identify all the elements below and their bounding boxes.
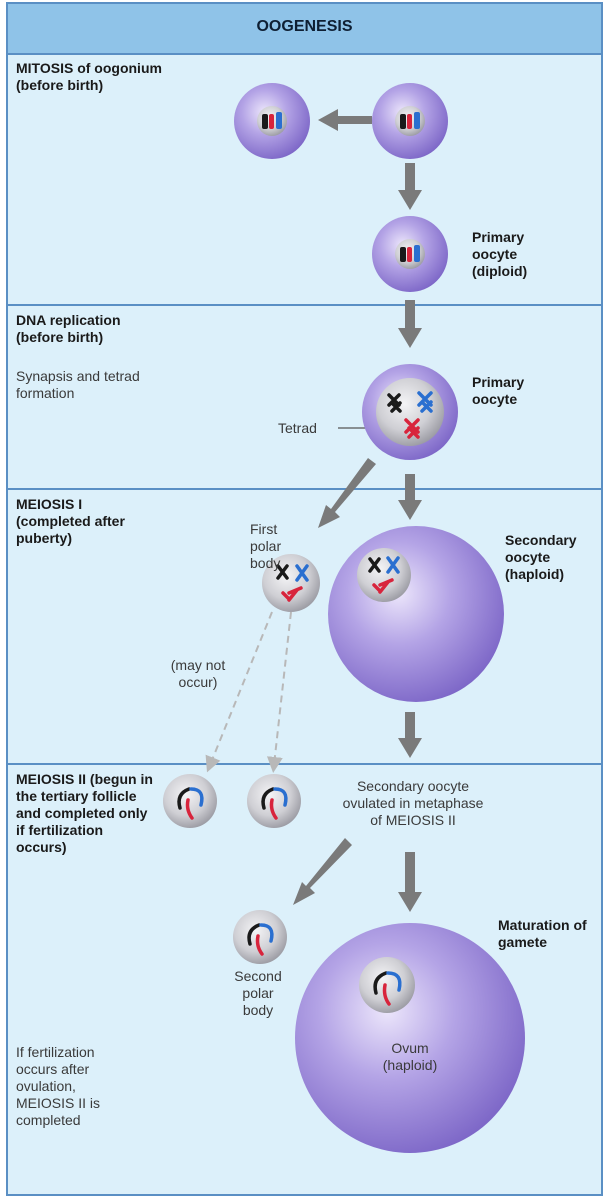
stage-heading-dna-replication: DNA replication (before birth) xyxy=(16,312,121,345)
primary-oocyte-diploid-cell xyxy=(372,216,448,292)
arrow-down-3 xyxy=(398,474,422,520)
arrow-down-1 xyxy=(398,163,422,210)
chromosomes-haploid-pair xyxy=(368,556,400,594)
arrow-down-4 xyxy=(398,712,422,758)
oogonium-left xyxy=(234,83,310,159)
ovum-cell xyxy=(295,923,525,1153)
stage-heading-meiosis2: MEIOSIS II (begun in the tertiary follic… xyxy=(16,771,153,855)
arrow-down-5 xyxy=(398,852,422,912)
label-first-polar-body: First polar body xyxy=(250,521,282,571)
arrow-diag-polar1 xyxy=(318,458,376,528)
synapsis-note: Synapsis and tetrad formation xyxy=(16,368,140,401)
title-bar xyxy=(8,4,601,54)
second-polar-body-cell xyxy=(233,910,287,964)
tetrad-chromosomes xyxy=(387,391,433,439)
first-polar-body-cell xyxy=(262,554,320,612)
arrow-down-2 xyxy=(398,300,422,348)
dashed-arrows xyxy=(205,611,292,773)
fertilization-footnote: If fertilization occurs after ovulation,… xyxy=(16,1044,101,1128)
meiosis2-polar-body-left xyxy=(163,774,217,828)
arrow-diag-polar2 xyxy=(293,838,352,905)
label-maturation-of-gamete: Maturation of gamete xyxy=(498,917,587,950)
chromosomes-haploid-pair xyxy=(276,564,309,602)
label-may-not-occur: (may not occur) xyxy=(170,657,226,690)
chromosomes-diploid xyxy=(400,245,420,262)
label-ovum: Ovum (haploid) xyxy=(382,1040,438,1073)
label-ovulated: Secondary oocyte ovulated in metaphase o… xyxy=(342,778,484,828)
label-primary-oocyte-diploid: Primary oocyte (diploid) xyxy=(472,229,528,279)
process-arrows xyxy=(293,109,422,912)
oogonium-right xyxy=(372,83,448,159)
chromosomes-diploid xyxy=(400,112,420,129)
arrow-mitosis xyxy=(318,109,372,131)
nucleus xyxy=(359,957,415,1013)
dashed-arrow-right xyxy=(266,611,292,773)
meiosis2-polar-body-right xyxy=(247,774,301,828)
secondary-oocyte-cell xyxy=(328,526,504,702)
stage-heading-meiosis1: MEIOSIS I (completed after puberty) xyxy=(16,496,125,546)
dashed-arrow-left xyxy=(205,611,273,773)
nucleus xyxy=(357,548,411,602)
label-second-polar-body: Second polar body xyxy=(234,968,282,1018)
diagram-title: OOGENESIS xyxy=(256,18,353,35)
label-secondary-oocyte: Secondary oocyte (haploid) xyxy=(505,532,577,582)
label-tetrad: Tetrad xyxy=(278,420,317,436)
stage-heading-mitosis: MITOSIS of oogonium (before birth) xyxy=(16,60,162,93)
label-primary-oocyte: Primary oocyte xyxy=(472,374,525,407)
chromosomes-diploid xyxy=(262,112,282,129)
primary-oocyte-cell xyxy=(362,364,458,460)
